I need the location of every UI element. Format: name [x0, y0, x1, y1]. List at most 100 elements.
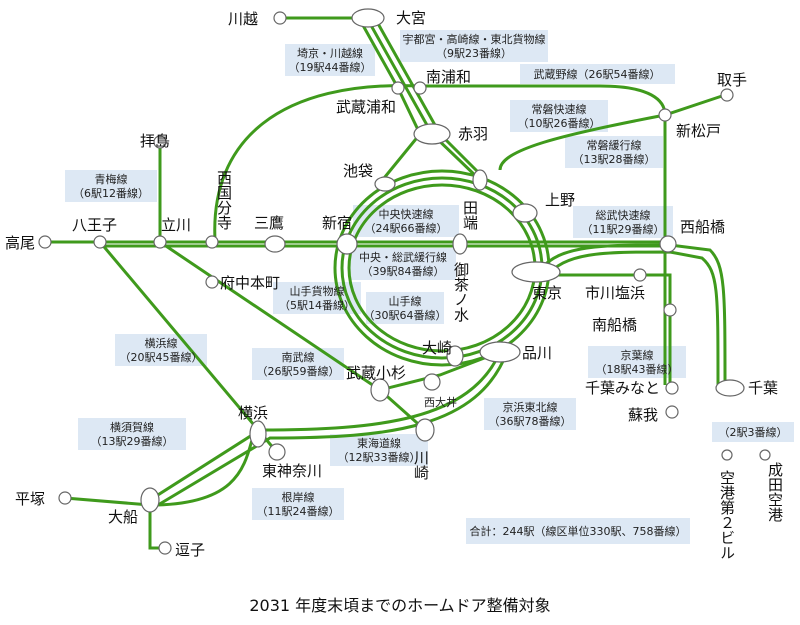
station-name-zushi: 逗子: [175, 541, 205, 559]
label-keihin-1: 京浜東北線: [503, 400, 558, 414]
station-name-shin-matsudo: 新松戸: [676, 122, 721, 140]
station-higashi-kanagawa-marker: [268, 443, 286, 461]
label-ome-2: （6駅12番線）: [73, 186, 149, 200]
label-box-nambu: [252, 348, 344, 380]
station-name-soga: 蘇我: [628, 406, 658, 424]
label-yokohama-2: （20駅45番線）: [120, 350, 203, 364]
label-joban-local-1: 常磐緩行線: [587, 138, 642, 152]
station-name-ueno: 上野: [545, 191, 575, 209]
station-kawagoe-marker: [273, 11, 287, 25]
station-name-kawasaki: 川崎: [412, 450, 430, 480]
station-chiba-minato-marker: [665, 381, 679, 395]
station-omiya-marker: [351, 8, 385, 28]
station-name-musashi-urawa: 武蔵浦和: [336, 98, 396, 116]
keihin-line: [157, 351, 509, 507]
label-box-total: [466, 518, 690, 544]
station-name-higashi-kanagawa: 東神奈川: [262, 462, 322, 480]
label-joban-rapid-2: （10駅26番線）: [518, 116, 601, 130]
station-haijima-marker: [153, 135, 167, 149]
station-minami-funabashi-marker: [663, 303, 677, 317]
label-negishi-1: 根岸線: [282, 490, 315, 504]
keiyo-line: [535, 273, 672, 385]
label-box-ome: [65, 170, 157, 202]
stations: [38, 8, 771, 555]
station-name-hiratsuka: 平塚: [15, 490, 45, 508]
station-name-tokyo: 東京: [532, 284, 562, 302]
station-name-fuchu-hommachi: 府中本町: [220, 274, 280, 292]
label-box-musashino: [520, 64, 675, 84]
station-airport2-marker: [721, 449, 733, 461]
label-chuo-rapid-1: 中央快速線: [379, 207, 434, 221]
label-utsunomiya-2: （9駅23番線）: [436, 46, 512, 60]
label-box-yamanote: [366, 292, 444, 324]
label-negishi-2: （11駅24番線）: [257, 504, 340, 518]
station-fuchu-hommachi-marker: [205, 275, 219, 289]
label-box-chuo-rapid: [353, 205, 459, 237]
station-akabane-marker: [413, 123, 451, 145]
label-saikyo-1: 埼京・川越線: [297, 46, 363, 60]
station-nishi-oi-marker: [423, 373, 441, 391]
label-yamanote-freight-2: （5駅14番線）: [279, 298, 355, 312]
station-name-akabane: 赤羽: [458, 125, 488, 143]
label-box-tokaido: [330, 434, 428, 466]
station-name-narita-airport: 成田空港: [766, 462, 784, 522]
line-label-boxes: [65, 30, 794, 544]
station-tabata-marker: [472, 169, 488, 191]
label-tokaido-2: （12駅33番線）: [338, 450, 421, 464]
station-nishi-funabashi-marker: [659, 235, 677, 253]
label-box-utsunomiya: [400, 30, 548, 62]
label-chuo-sobu-1: 中央・総武緩行線: [359, 250, 447, 264]
station-takao-marker: [38, 235, 52, 249]
station-tokyo-marker: [511, 261, 561, 283]
label-box-narita: [712, 422, 794, 442]
station-musashi-urawa-marker: [391, 81, 405, 95]
station-name-nishi-oi: 西大井: [424, 395, 457, 409]
station-name-hachioji: 八王子: [72, 216, 117, 234]
station-name-musashi-kosugi: 武蔵小杉: [346, 364, 406, 382]
station-name-ichikawa-shiohama: 市川塩浜: [585, 284, 645, 302]
route-map: 大宮 川越 南浦和 武蔵浦和 赤羽 池袋 上野 新宿 三鷹 立川 八王子 高尾 …: [5, 8, 794, 560]
label-sobu-rapid-1: 総武快速線: [596, 208, 651, 222]
station-name-kawagoe: 川越: [228, 10, 258, 28]
label-total: 合計：244駅（線区単位330駅、758番線）: [470, 524, 687, 538]
station-ikebukuro-marker: [374, 176, 396, 192]
station-shinagawa-marker: [479, 341, 521, 363]
station-tachikawa-marker: [153, 235, 167, 249]
label-joban-local-2: （13駅28番線）: [573, 152, 656, 166]
station-name-minami-funabashi: 南船橋: [592, 316, 637, 334]
yokohama-line: [98, 241, 277, 451]
station-kawasaki-marker: [415, 418, 435, 442]
station-name-nishi-funabashi: 西船橋: [680, 218, 725, 236]
station-name-osaki: 大崎: [422, 339, 452, 357]
label-narita: （2駅3番線）: [719, 425, 788, 439]
label-chuo-rapid-2: （24駅66番線）: [365, 221, 448, 235]
label-box-negishi: [252, 488, 344, 520]
label-box-saikyo: [285, 44, 375, 76]
musashino-line: [213, 84, 667, 385]
station-name-omiya: 大宮: [396, 9, 426, 27]
station-name-nishi-kokubunji: 西国分寺: [215, 170, 233, 230]
station-name-minami-urawa: 南浦和: [426, 68, 471, 86]
station-hachioji-marker: [93, 235, 107, 249]
station-shinjuku-marker: [336, 233, 358, 255]
label-ome-1: 青梅線: [95, 172, 128, 186]
station-name-toride: 取手: [717, 71, 747, 89]
station-name-tachikawa: 立川: [161, 216, 191, 234]
station-ofuna-marker: [140, 487, 160, 513]
label-chuo-sobu-2: （39駅84番線）: [362, 264, 445, 278]
line-label-texts: 宇都宮・高崎線・東北貨物線 （9駅23番線） 埼京・川越線 （19駅44番線） …: [73, 32, 788, 538]
label-joban-rapid-1: 常磐快速線: [532, 102, 587, 116]
label-utsunomiya-1: 宇都宮・高崎線・東北貨物線: [403, 32, 546, 46]
label-tokaido-1: 東海道線: [357, 436, 401, 450]
station-name-shinagawa: 品川: [522, 344, 552, 362]
station-name-ikebukuro: 池袋: [343, 162, 373, 180]
map-caption: 2031 年度末頃までのホームドア整備対象: [249, 596, 551, 615]
label-box-sobu-rapid: [573, 206, 673, 238]
station-musashi-kosugi-marker: [370, 378, 390, 402]
label-yokohama-1: 横浜線: [145, 336, 178, 350]
label-yokosuka-1: 横須賀線: [110, 420, 154, 434]
label-yokosuka-2: （13駅29番線）: [91, 434, 174, 448]
station-zushi-marker: [158, 541, 172, 555]
label-box-yokosuka: [78, 418, 186, 450]
